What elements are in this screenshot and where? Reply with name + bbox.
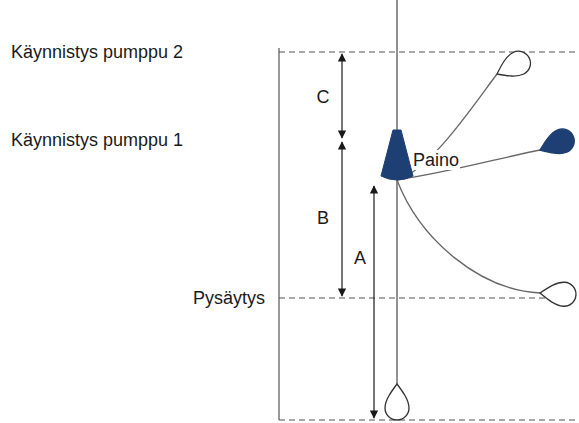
level-line — [279, 51, 579, 52]
dimension-arrow — [341, 54, 342, 138]
weight — [381, 130, 413, 180]
dimension-letter: B — [316, 208, 330, 228]
float — [385, 384, 409, 420]
level-label: Käynnistys pumppu 2 — [10, 42, 184, 62]
dimension-arrow — [373, 186, 374, 418]
cable — [396, 0, 397, 386]
cable — [397, 180, 540, 293]
cable — [397, 150, 540, 180]
float — [536, 125, 578, 161]
float — [539, 281, 576, 307]
level-line — [279, 297, 570, 298]
part-label: Paino — [412, 150, 460, 170]
dimension-letter: A — [353, 248, 367, 268]
dimension-letter: C — [316, 87, 331, 107]
float — [492, 47, 535, 85]
level-line — [279, 419, 579, 420]
level-label: Pysäytys — [192, 288, 266, 308]
dimension-arrow — [341, 142, 342, 296]
tank-wall — [278, 48, 279, 420]
level-label: Käynnistys pumppu 1 — [10, 130, 184, 150]
cable — [397, 74, 497, 180]
